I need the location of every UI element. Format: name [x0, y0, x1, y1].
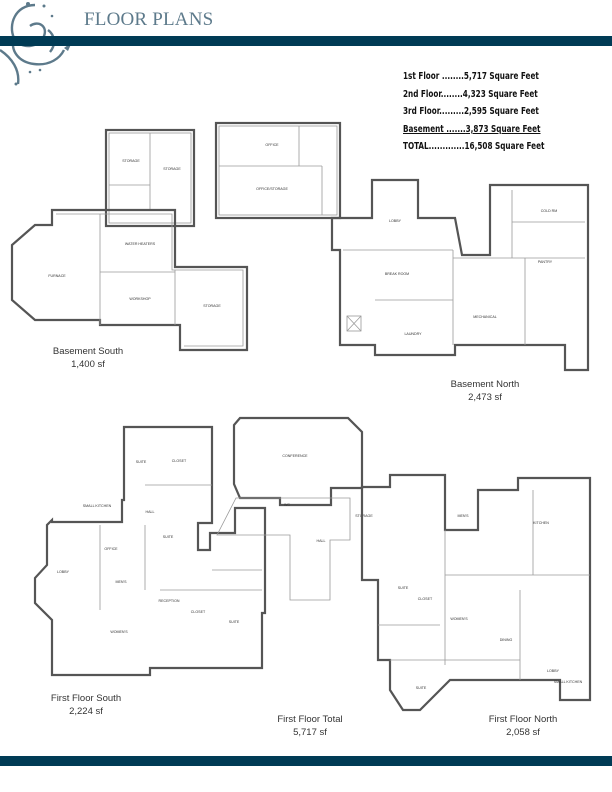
room-label: SUITE [136, 460, 147, 464]
caption-first-floor-south: First Floor South 2,224 sf [26, 692, 146, 718]
room-label: COLD RM [541, 209, 558, 213]
summary-label: TOTAL............. [403, 141, 465, 153]
plan-area: 2,473 sf [468, 392, 502, 403]
plan-name: Basement North [450, 379, 520, 390]
room-label: OFFICE/STORAGE [256, 187, 288, 191]
caption-basement-north: Basement North 2,473 sf [425, 378, 545, 404]
room-label: LOBBY [389, 219, 402, 223]
basement-north-plan: LOBBY COLD RM PANTRY BREAK ROOM MECHANIC… [330, 178, 590, 372]
plan-name: First Floor Total [277, 714, 343, 725]
room-label: SUITE [163, 535, 174, 539]
summary-label: 3rd Floor......... [403, 106, 464, 118]
summary-row-total: TOTAL.............16,508 Square Feet [403, 138, 544, 156]
room-label: STORAGE [163, 167, 181, 171]
caption-first-floor-north: First Floor North 2,058 sf [463, 713, 583, 739]
room-label: HALL [317, 539, 326, 543]
summary-value: 3,873 Square Feet [465, 123, 541, 135]
basement-north-office-plan: OFFICE OFFICE/STORAGE [214, 121, 342, 220]
room-label: WATER HEATERS [125, 242, 156, 246]
plan-area: 2,224 sf [69, 706, 103, 717]
page-title: FLOOR PLANS [84, 9, 214, 30]
room-label: STORAGE [203, 304, 221, 308]
room-label: CLOSET [172, 459, 187, 463]
decorative-swirl-logo [0, 2, 72, 86]
summary-label: 1st Floor ........ [403, 71, 464, 82]
header-bar [0, 36, 612, 46]
summary-value: 4,323 Square Feet [462, 88, 538, 100]
plan-area: 5,717 sf [293, 727, 327, 738]
summary-row-basement: Basement .......3,873 Square Feet [403, 121, 544, 139]
room-label: OFFICE [265, 143, 279, 147]
room-label: PANTRY [538, 260, 553, 264]
summary-value: 5,717 Square Feet [463, 71, 539, 82]
plan-name: First Floor North [488, 714, 558, 725]
footer-bar [0, 756, 612, 766]
caption-basement-south: Basement South 1,400 sf [28, 345, 148, 371]
caption-first-floor-total: First Floor Total 5,717 sf [250, 713, 370, 739]
plan-name: First Floor South [50, 693, 122, 704]
plan-name: Basement South [52, 346, 124, 357]
room-label: BREAK ROOM [385, 272, 409, 276]
room-label: WC [284, 503, 290, 507]
first-floor-south-plan: SUITE CLOSET SMALL KITCHEN HALL SUITE LO… [33, 425, 267, 677]
room-label: MECHANICAL [473, 315, 497, 319]
room-label: SMALL KITCHEN [83, 504, 112, 508]
summary-row-3rd-floor: 3rd Floor.........2,595 Square Feet [403, 103, 544, 121]
room-label: MEN'S [457, 514, 469, 518]
room-label: FURNACE [48, 274, 66, 278]
room-label: LOBBY [57, 570, 70, 574]
first-floor-total-plan: CONFERENCE WC STORAGE HALL [216, 416, 373, 601]
room-label: WOMEN'S [110, 630, 128, 634]
summary-row-1st-floor: 1st Floor ........5,717 Square Feet [403, 68, 544, 86]
plan-area: 1,400 sf [71, 359, 105, 370]
room-label: STORAGE [355, 514, 373, 518]
room-label: RECEPTION [159, 599, 180, 603]
room-label: LOBBY [547, 669, 560, 673]
summary-value: 2,595 Square Feet [463, 106, 539, 118]
room-label: SUITE [398, 586, 409, 590]
summary-value: 16,508 Square Feet [464, 141, 545, 153]
basement-south-plan: STORAGE STORAGE WATER HEATERS FURNACE WO… [10, 128, 249, 352]
square-footage-summary: 1st Floor ........5,717 Square Feet 2nd … [403, 68, 567, 156]
room-label: HALL [146, 510, 155, 514]
room-label: DINING [500, 638, 513, 642]
room-label: LAUNDRY [404, 332, 422, 336]
summary-label: Basement ....... [403, 123, 466, 135]
room-label: CONFERENCE [282, 454, 308, 458]
room-label: MEN'S [115, 580, 127, 584]
room-label: WORKSHOP [129, 297, 151, 301]
room-label: STORAGE [122, 159, 140, 163]
summary-label: 2nd Floor........ [403, 88, 463, 100]
first-floor-north-plan: KITCHEN MEN'S SUITE CLOSET WOMEN'S DININ… [360, 473, 592, 712]
room-label: OFFICE [104, 547, 118, 551]
plan-area: 2,058 sf [506, 727, 540, 738]
room-label: CLOSET [191, 610, 206, 614]
room-label: CLOSET [418, 597, 433, 601]
room-label: SUITE [416, 686, 427, 690]
room-label: KITCHEN [533, 521, 549, 525]
room-label: SUITE [229, 620, 240, 624]
room-label: WOMEN'S [450, 617, 468, 621]
room-label: SMALL KITCHEN [554, 680, 583, 684]
summary-row-2nd-floor: 2nd Floor........4,323 Square Feet [403, 86, 544, 104]
